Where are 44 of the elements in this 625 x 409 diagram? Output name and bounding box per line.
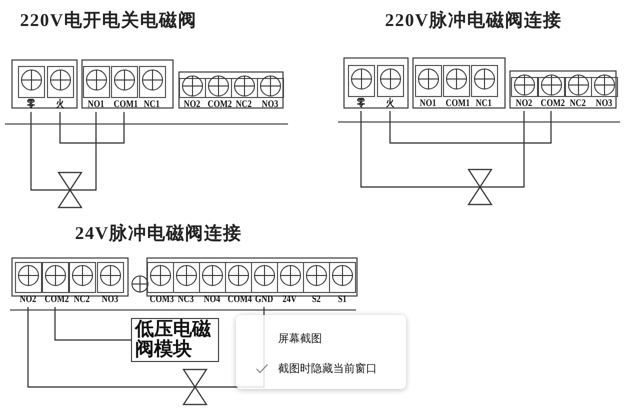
- control-module-box: 低压电磁阀模块: [131, 318, 219, 362]
- terminal-label: NC1: [476, 98, 492, 110]
- terminal-label: NO1: [420, 98, 436, 110]
- terminal-label: NO2: [516, 98, 532, 110]
- terminal-label: S2: [312, 294, 320, 306]
- wire: [30, 112, 70, 191]
- terminal-label: NO2: [184, 99, 200, 111]
- terminal-label: 火: [386, 98, 394, 110]
- terminal-label: NO2: [20, 294, 36, 306]
- terminal-label: 零: [356, 98, 366, 110]
- terminal-label: S1: [338, 294, 346, 306]
- terminal-label: GND: [254, 294, 274, 306]
- terminal-label: COM1: [113, 99, 138, 111]
- panel-heading: 220V脉冲电磁阀连接: [385, 9, 562, 32]
- menu-item: 屏幕截图: [278, 331, 322, 346]
- wire: [360, 111, 480, 188]
- wire: [480, 111, 525, 188]
- terminal-label: COM1: [445, 98, 470, 110]
- terminal-label: COM2: [207, 99, 232, 111]
- terminal-label: NO1: [88, 99, 104, 111]
- terminal-label: COM2: [540, 98, 564, 110]
- terminal-label: NC1: [144, 99, 160, 111]
- terminal-label: COM3: [149, 294, 174, 306]
- terminal-label: NC2: [236, 99, 252, 111]
- wire: [54, 307, 131, 341]
- terminal-label: COM2: [44, 294, 68, 306]
- wire: [70, 112, 97, 191]
- wire: [59, 112, 125, 144]
- panel-heading: 24V脉冲电磁阀连接: [75, 222, 242, 245]
- panel-heading: 220V电开电关电磁阀: [20, 9, 197, 32]
- wire: [27, 307, 195, 388]
- terminal-label: NC3: [178, 294, 194, 306]
- terminal-label: NC2: [570, 98, 586, 110]
- terminal-label: NO3: [596, 98, 612, 110]
- terminal-label: COM4: [227, 294, 252, 306]
- wire: [389, 111, 552, 144]
- terminal-label: 火: [56, 99, 64, 111]
- terminal-label: 零: [26, 99, 36, 111]
- terminal-label: 24V: [282, 294, 298, 306]
- menu-item: 截图时隐藏当前窗口: [278, 361, 377, 376]
- terminal-label: NO3: [262, 99, 278, 111]
- terminal-label: NO4: [204, 294, 220, 306]
- terminal-label: NC2: [74, 294, 90, 306]
- terminal-label: NO3: [102, 294, 118, 306]
